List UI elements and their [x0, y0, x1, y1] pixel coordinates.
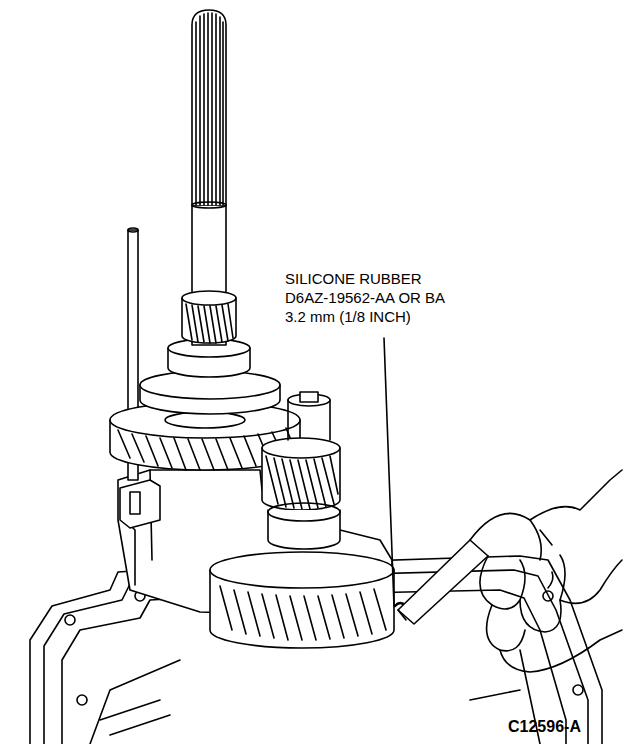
callout-label: 3.2 mm (1/8 INCH): [285, 308, 411, 325]
figure-code: C12596-A: [508, 718, 581, 735]
callout-label: D6AZ-19562-AA OR BA: [285, 289, 445, 306]
callout-label: SILICONE RUBBER: [285, 270, 422, 287]
